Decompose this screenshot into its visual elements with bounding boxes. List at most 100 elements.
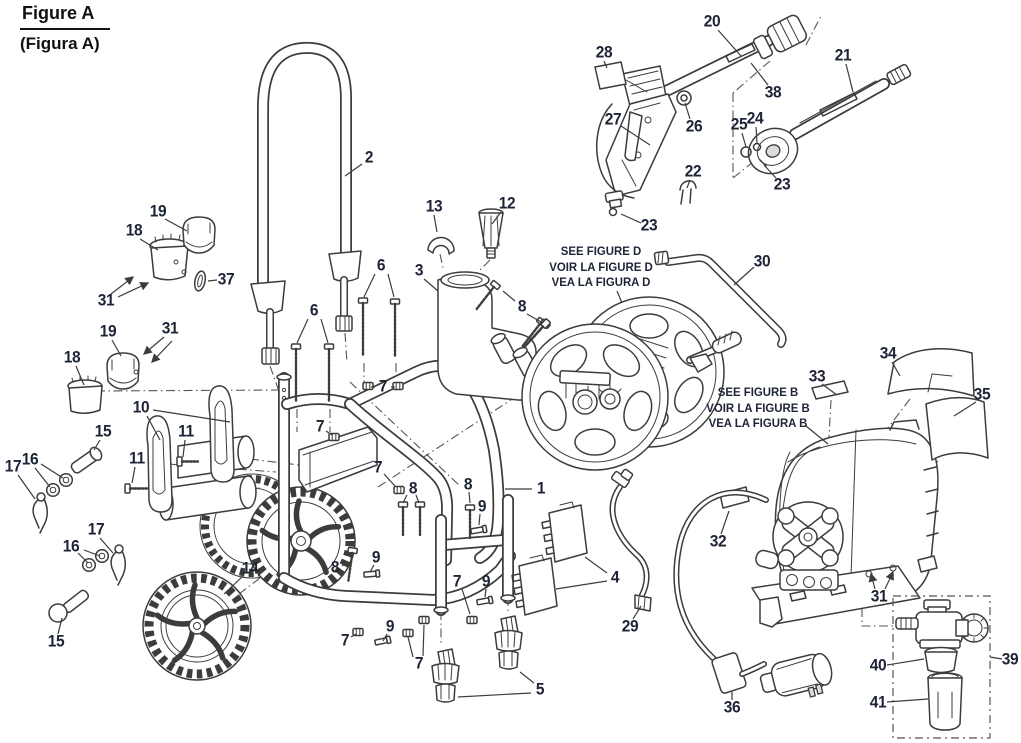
leader-line [741, 132, 747, 148]
part-35-panel [925, 397, 989, 461]
part-40-cup [924, 646, 958, 674]
leader-line [502, 290, 516, 302]
leader-line [350, 633, 357, 638]
leader-line [468, 491, 471, 504]
part-41-bottle [927, 672, 963, 731]
leader-line [821, 383, 838, 396]
part-18-cap-lower [67, 375, 103, 414]
leader-line [139, 238, 159, 251]
part-36-power-cord [673, 489, 833, 698]
leader-line [763, 164, 777, 179]
leader-line [684, 102, 691, 120]
leader-line [686, 179, 691, 189]
leader-line [40, 463, 64, 479]
leader-lines [17, 29, 1003, 703]
part-3-nozzle-holder [437, 271, 558, 401]
leader-line [461, 588, 471, 615]
leader-line [387, 273, 395, 298]
part-30-reel-rod [653, 250, 787, 348]
leader-line [733, 266, 755, 286]
part-24-oring [752, 142, 762, 152]
part-21-wand [740, 63, 912, 175]
leader-line [57, 617, 63, 635]
leader-line [17, 474, 36, 500]
leader-line [383, 473, 396, 487]
leader-line [457, 692, 532, 698]
part-5-caps [431, 615, 523, 703]
leader-line [484, 588, 487, 598]
part-28-tag [594, 61, 627, 90]
motor-pump-assembly [719, 348, 989, 628]
leader-line [344, 163, 363, 177]
leader-line [989, 656, 1003, 660]
part-plug [759, 652, 833, 698]
leader-line [369, 564, 375, 573]
leader-line [603, 60, 608, 69]
part-37-ring [193, 270, 207, 292]
part-10-axle-brackets [146, 385, 261, 521]
leader-line [526, 313, 544, 324]
leader-line [296, 318, 309, 344]
part-2-handle [250, 41, 362, 365]
leader-line [584, 556, 608, 574]
leader-line [93, 439, 101, 451]
part-22-clip [679, 180, 697, 205]
leader-line [845, 63, 854, 93]
part-11-bolts [124, 456, 200, 494]
leader-line [151, 340, 173, 363]
leader-line [83, 549, 101, 557]
part-23-oring [608, 207, 618, 217]
part-20-spray-gun [594, 14, 808, 217]
leader-line [886, 698, 929, 703]
leader-line [34, 467, 51, 488]
leader-line [111, 339, 122, 357]
leader-line [407, 636, 414, 658]
part-1-frame [276, 359, 516, 616]
leader-line [884, 570, 894, 590]
part-13-clip [427, 236, 455, 255]
leader-line [152, 409, 231, 423]
part-17-cotter-pins [32, 492, 126, 586]
leader-line [478, 513, 481, 526]
leader-line [491, 211, 502, 225]
leader-line [555, 580, 608, 590]
part-23-pin [759, 159, 767, 167]
part-pump [755, 501, 844, 591]
leader-line [75, 365, 85, 386]
leader-line [117, 282, 150, 298]
part-18-cap-upper [149, 233, 189, 281]
leader-line [423, 278, 439, 292]
leader-line [77, 552, 89, 564]
leader-line [182, 439, 186, 458]
leader-line [519, 671, 535, 684]
leader-line [363, 273, 376, 298]
leader-line [142, 336, 165, 355]
part-4-feet [511, 501, 588, 616]
part-14-wheel [142, 571, 252, 681]
leader-line [131, 466, 136, 484]
leader-line [341, 561, 351, 567]
leader-line [382, 633, 388, 642]
part-15-axle-pins [48, 446, 103, 623]
part-19-clamp-lower [106, 352, 140, 390]
leader-line [320, 318, 329, 344]
leader-line [402, 494, 408, 504]
part-16-washers [45, 472, 110, 573]
part-29-hose [609, 468, 652, 612]
leader-line [717, 29, 742, 57]
part-39-detergent-assembly [892, 595, 991, 739]
leader-line [953, 401, 977, 417]
part-valve [895, 599, 989, 649]
leader-line [422, 624, 425, 657]
leader-line [750, 62, 769, 86]
leader-line [805, 425, 829, 445]
part-34-cover [887, 348, 975, 397]
leader-line [886, 658, 925, 666]
leader-line [632, 605, 642, 620]
leader-line [325, 430, 333, 436]
leader-line [110, 276, 135, 295]
leader-line [720, 510, 730, 535]
part-12-nozzle [478, 208, 504, 259]
